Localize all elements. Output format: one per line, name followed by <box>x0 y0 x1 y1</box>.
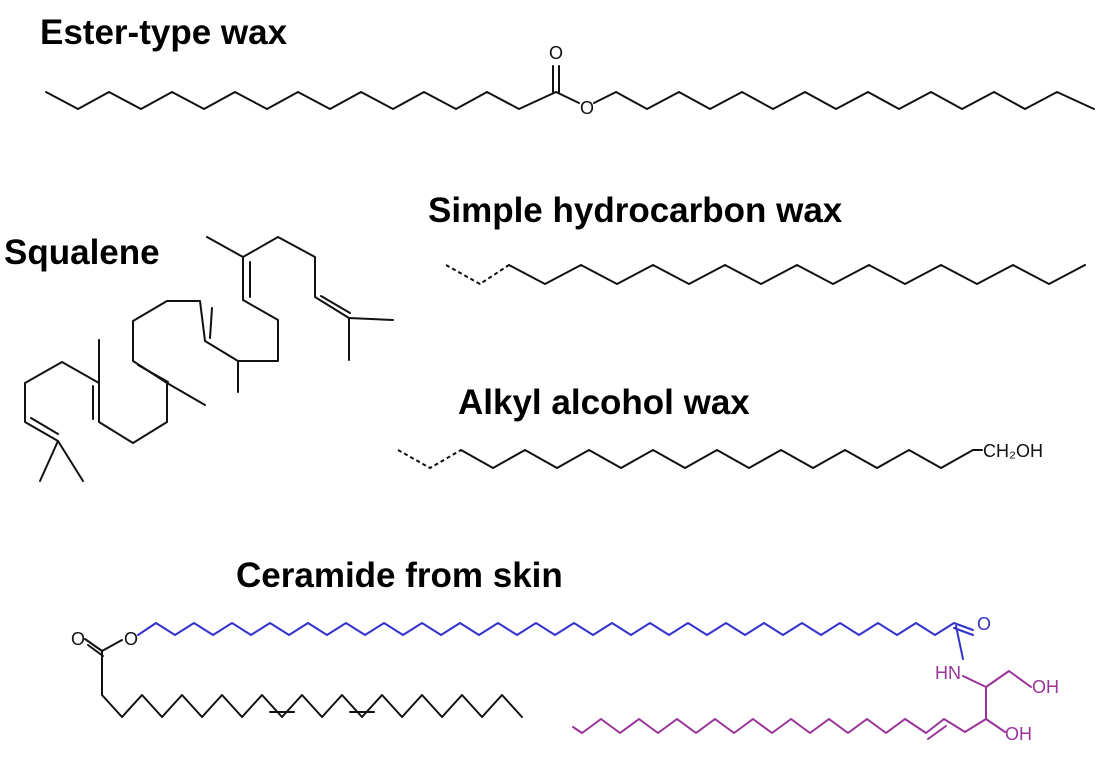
alcohol-ch2oh-group: CH₂OH <box>983 441 1043 461</box>
squalene-title: Squalene <box>4 233 160 272</box>
ceramide-sphingoid-chain <box>572 718 966 734</box>
ester-wax-title: Ester-type wax <box>40 13 288 52</box>
ceramide-amide-carbonyl <box>953 622 974 660</box>
ceramide-esterified-acid-chain <box>84 638 523 718</box>
ceramide-amide-nh: HN <box>935 663 961 683</box>
ester-o-bonds <box>555 91 617 104</box>
ceramide-ester-bridge-oxygen: O <box>124 629 138 649</box>
ceramide-title: Ceramide from skin <box>236 556 563 595</box>
ceramide-hydroxyl-secondary: OH <box>1005 724 1032 744</box>
hydrocarbon-chain <box>508 264 1086 285</box>
ceramide-amide-oxygen: O <box>977 614 991 634</box>
alcohol-chain <box>460 449 983 469</box>
ceramide-ester-carbonyl-oxygen: O <box>71 629 85 649</box>
ceramide-hydroxyl-primary: OH <box>1032 677 1059 697</box>
ceramide-trans-double-bond <box>927 725 947 740</box>
alcohol-wax-structure: CH₂OH <box>397 441 1043 470</box>
ceramide-ester-carbonyl-double <box>87 644 104 657</box>
alcohol-dashed-end <box>397 449 462 470</box>
hydrocarbon-wax-structure <box>445 264 1086 286</box>
ceramide-sphingoid-backbone <box>962 670 1032 733</box>
ceramide-fatty-acid-chain <box>137 622 955 636</box>
ester-carbonyl-bond <box>552 65 560 93</box>
hydrocarbon-dashed-end <box>445 264 510 286</box>
squalene-branches <box>98 339 239 406</box>
hydrocarbon-wax-title: Simple hydrocarbon wax <box>428 191 843 230</box>
ester-wax-structure: O O <box>45 43 1095 118</box>
ester-bridge-oxygen: O <box>580 98 594 118</box>
ester-alkyl-chain <box>615 91 1095 110</box>
alcohol-wax-title: Alkyl alcohol wax <box>458 383 750 422</box>
squalene-double-bonds <box>30 261 351 435</box>
ceramide-structure: O O O HN OH OH <box>71 614 1059 744</box>
ester-acyl-chain <box>45 91 557 110</box>
ester-carbonyl-oxygen: O <box>549 43 563 63</box>
squalene-structure <box>24 236 394 482</box>
squalene-upper-chain <box>24 236 394 482</box>
